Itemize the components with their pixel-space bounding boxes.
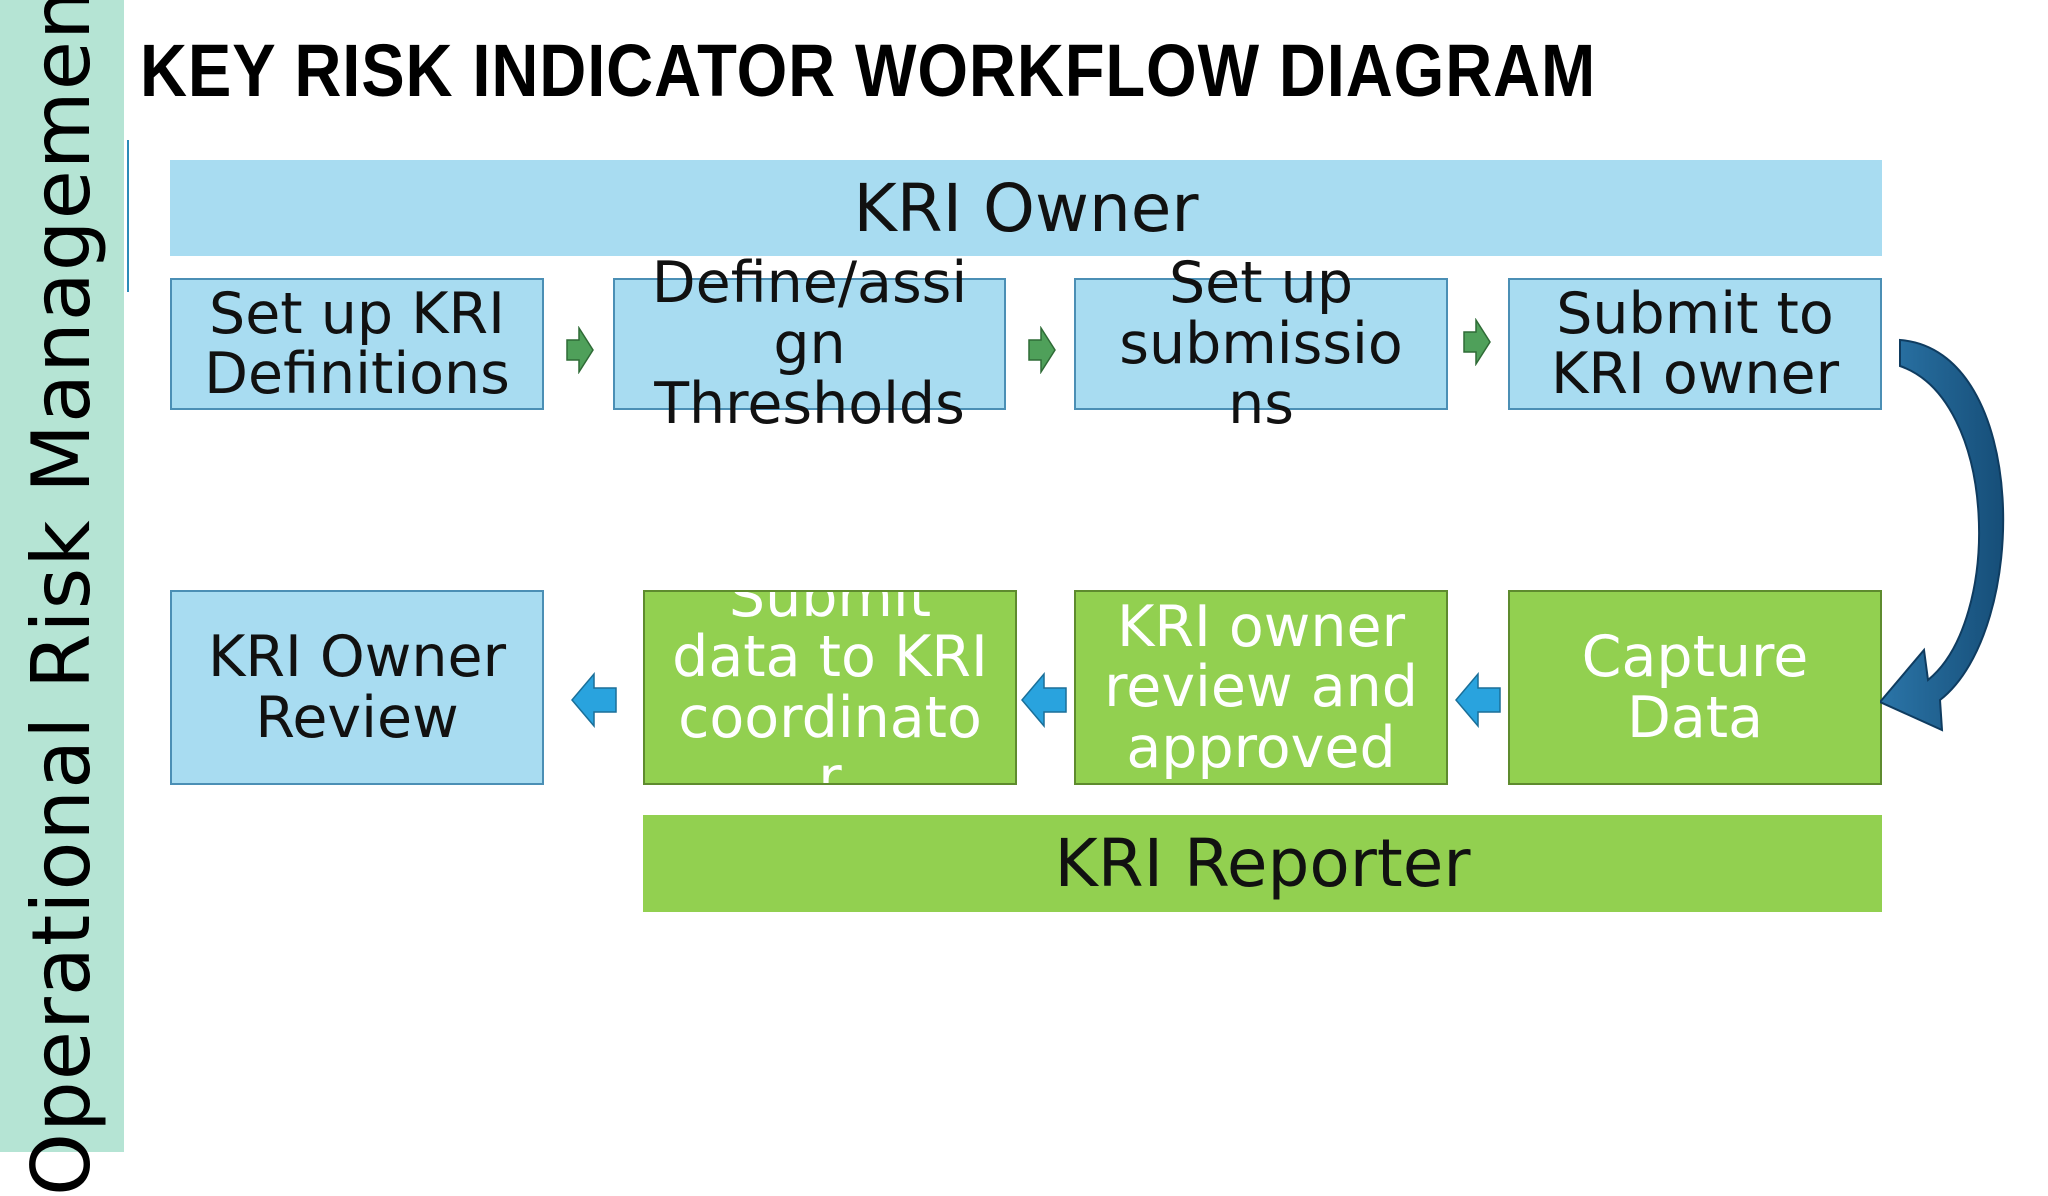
step-kri-owner-review-approved: KRI owner review and approved xyxy=(1074,590,1448,785)
step-label-line: gn xyxy=(773,310,846,377)
step-kri-owner-review: KRI Owner Review xyxy=(170,590,544,785)
step-label-line: KRI owner xyxy=(1550,341,1840,407)
arrow-left-icon xyxy=(1021,672,1067,728)
step-label-line: KRI Owner xyxy=(207,624,507,691)
step-label-line: r xyxy=(818,744,842,785)
step-label-line: coordinato xyxy=(678,684,982,751)
step-label-line: Submit to xyxy=(1556,280,1834,347)
lane-kri-owner: KRI Owner xyxy=(170,160,1882,256)
arrow-right-icon xyxy=(566,326,594,374)
step-setup-kri-definitions: Set up KRI Definitions xyxy=(170,278,544,410)
step-label-line: KRI owner xyxy=(1116,593,1406,660)
arrow-right-icon xyxy=(1463,318,1491,366)
sidebar-title: Operational Risk Management xyxy=(15,0,108,1196)
step-submit-data-to-kri-coordinator: Submit data to KRI coordinato r xyxy=(643,590,1017,785)
step-label-line: Submit xyxy=(728,590,932,630)
step-label-line: review and xyxy=(1104,654,1418,721)
step-label-line: Definitions xyxy=(204,341,510,407)
curved-arrow-icon xyxy=(1880,338,2005,732)
step-label-line: Define/assi xyxy=(651,250,968,317)
step-label-line: Review xyxy=(255,684,459,751)
step-setup-submissions: Set up submissio ns xyxy=(1074,253,1448,435)
step-label-line: submissio xyxy=(1119,310,1403,377)
step-label-line: Data xyxy=(1626,684,1764,751)
step-label-line: Thresholds xyxy=(654,371,965,438)
accent-line xyxy=(127,140,129,292)
step-define-assign-thresholds: Define/assi gn Thresholds xyxy=(613,253,1006,435)
step-label-line: Capture xyxy=(1581,624,1809,691)
step-label-line: Set up xyxy=(1168,250,1353,317)
sidebar: Operational Risk Management xyxy=(0,0,124,1196)
arrow-left-icon xyxy=(1455,672,1501,728)
lane-kri-reporter-label: KRI Reporter xyxy=(1054,825,1471,902)
step-submit-to-kri-owner: Submit to KRI owner xyxy=(1508,278,1882,410)
arrow-left-icon xyxy=(571,672,617,728)
step-label-line: ns xyxy=(1228,371,1294,438)
step-label-line: Set up KRI xyxy=(209,280,505,347)
arrow-right-icon xyxy=(1028,326,1056,374)
step-label-line: approved xyxy=(1126,714,1396,781)
step-label-line: data to KRI xyxy=(672,624,988,691)
lane-kri-reporter: KRI Reporter xyxy=(643,815,1882,912)
lane-kri-owner-label: KRI Owner xyxy=(853,169,1199,247)
page-title: KEY RISK INDICATOR WORKFLOW DIAGRAM xyxy=(140,29,1597,112)
step-capture-data: Capture Data xyxy=(1508,590,1882,785)
